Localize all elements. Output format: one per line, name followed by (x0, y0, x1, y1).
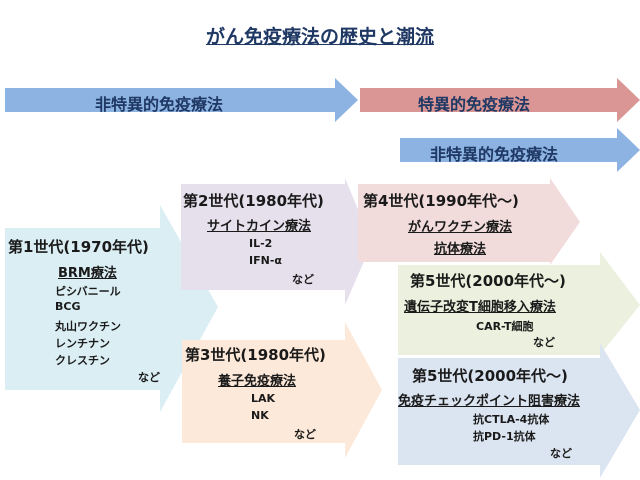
gen-title: 第4世代(1990年代～) (363, 192, 519, 210)
band-label: 特異的免疫療法 (418, 95, 531, 114)
gen-therapy: がんワクチン療法 (407, 220, 513, 235)
gen-title: 第1世代(1970年代) (8, 238, 149, 256)
gen4-arrow (358, 178, 580, 265)
gen-therapy: サイトカイン療法 (207, 219, 312, 234)
band-arrow-specific (360, 78, 640, 122)
gen-etc: など (138, 371, 160, 384)
band-label: 非特異的免疫療法 (430, 145, 559, 164)
gen-item: ピシバニール (55, 285, 121, 298)
gen-item: レンチナン (55, 337, 110, 350)
gen-item: CAR-T細胞 (476, 320, 534, 333)
band-label: 非特異的免疫療法 (95, 95, 224, 114)
gen-title: 第2世代(1980年代) (183, 192, 324, 210)
page-title: がん免疫療法の歴史と潮流 (205, 26, 434, 48)
band-arrow-nonspecific-2 (400, 128, 640, 172)
gen-item: IL-2 (249, 237, 273, 250)
gen-therapy: BRM療法 (58, 266, 117, 281)
gen-title: 第5世代(2000年代～) (410, 272, 566, 290)
gen-item: クレスチン (55, 354, 110, 367)
gen-item: IFN-α (249, 254, 282, 267)
gen-item: LAK (251, 392, 276, 405)
gen-therapy: 免疫チェックポイント阻害療法 (398, 394, 581, 409)
gen-therapy: 遺伝子改変T細胞移入療法 (404, 300, 556, 315)
gen3-arrow (182, 322, 382, 458)
gen-item: NK (251, 409, 269, 422)
gen-etc: など (294, 428, 316, 441)
gen2-arrow (181, 178, 372, 305)
gen-therapy: 養子免疫療法 (218, 374, 297, 389)
gen-item: 丸山ワクチン (55, 320, 121, 333)
gen-etc: など (533, 336, 555, 349)
band-arrow-nonspecific-1 (5, 78, 358, 122)
gen-item: 抗PD-1抗体 (473, 430, 536, 443)
gen5b-arrow (398, 343, 640, 478)
gen-item: 抗CTLA-4抗体 (473, 413, 550, 426)
gen-etc: など (292, 273, 314, 286)
gen1-arrow (5, 205, 218, 412)
gen-title: 第3世代(1980年代) (185, 346, 326, 364)
gen-title: 第5世代(2000年代～) (412, 367, 568, 385)
gen-item: BCG (55, 300, 81, 313)
gen5a-arrow (398, 252, 640, 355)
gen-therapy: 抗体療法 (433, 242, 487, 257)
gen-etc: など (550, 447, 572, 460)
